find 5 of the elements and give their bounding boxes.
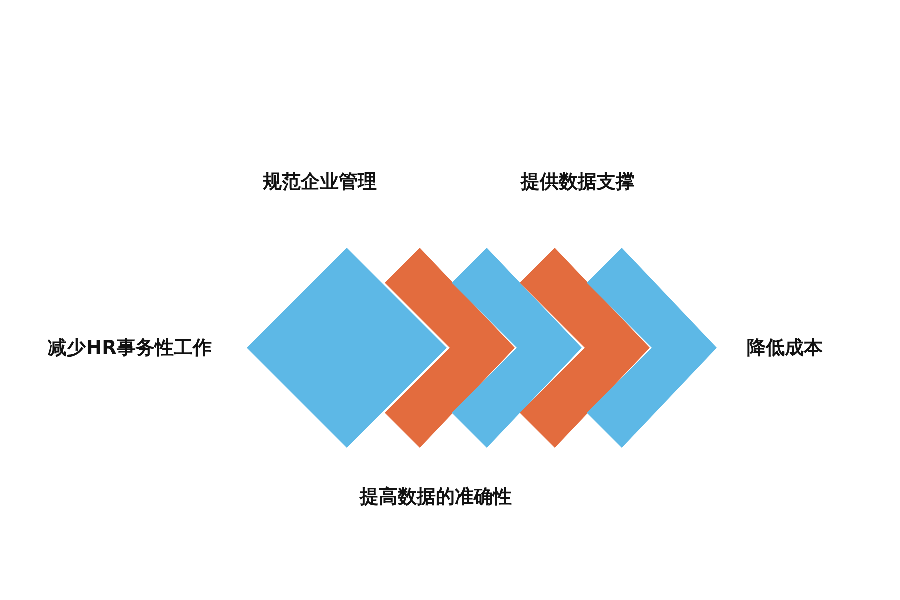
benefit-label: 减少HR事务性工作 bbox=[48, 336, 212, 361]
benefit-label: 降低成本 bbox=[747, 336, 823, 361]
benefit-label: 规范企业管理 bbox=[263, 170, 377, 195]
benefit-label: 提高数据的准确性 bbox=[360, 485, 512, 510]
benefit-label: 提供数据支撑 bbox=[521, 170, 635, 195]
